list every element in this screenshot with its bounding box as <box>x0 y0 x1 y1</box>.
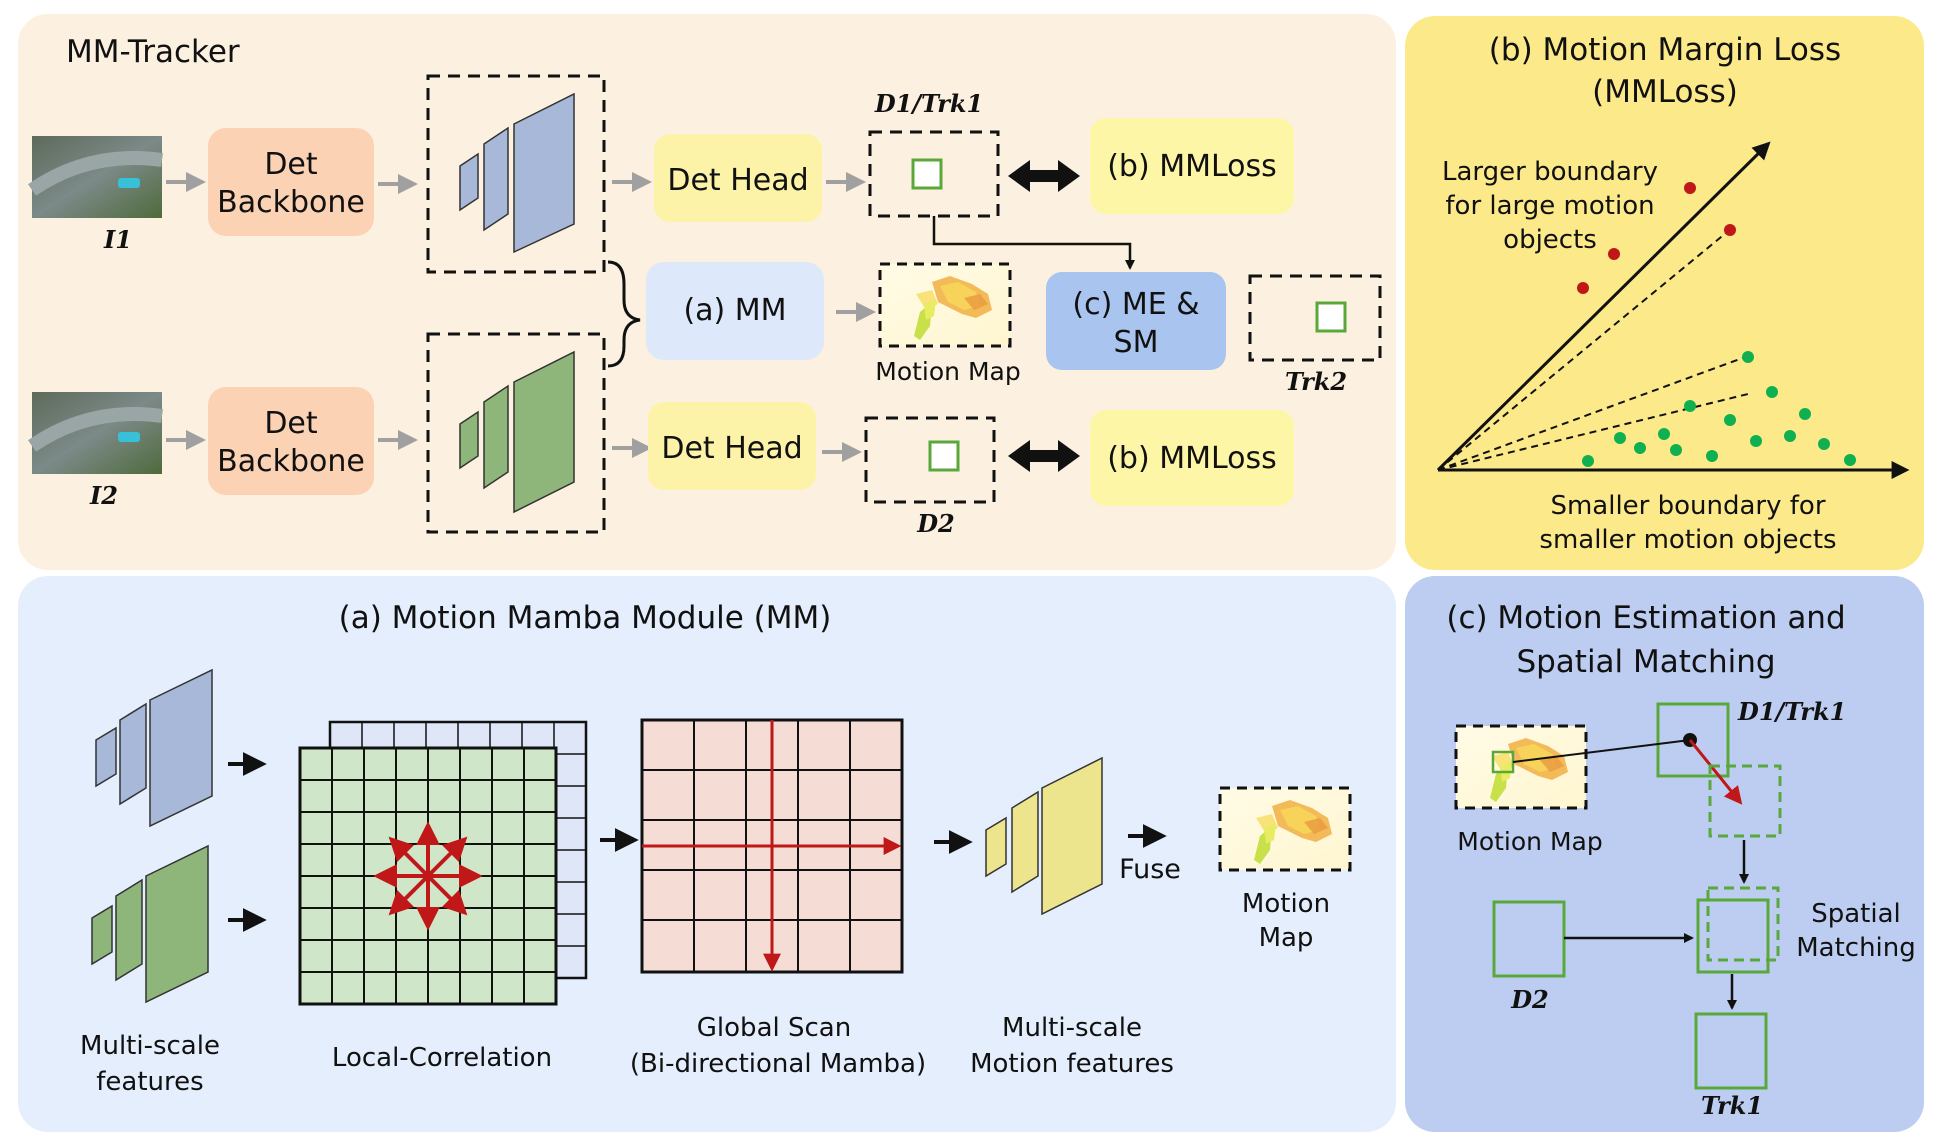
det-backbone-2-label: Backbone <box>217 444 365 479</box>
feature-stack-green <box>459 350 575 514</box>
me-panel-title: Spatial Matching <box>1516 644 1775 680</box>
tracker-title: MM-Tracker <box>66 34 240 70</box>
small-boundary-label: Smaller boundary for <box>1550 491 1825 521</box>
det-head-1-label: Det Head <box>667 163 808 198</box>
d2-label: D2 <box>916 509 955 538</box>
motion-feature-stack <box>985 756 1103 916</box>
me-d2-label: D2 <box>1510 985 1549 1014</box>
global-scan-label: Global Scan <box>697 1013 851 1043</box>
det-backbone-2 <box>208 387 374 495</box>
small-boundary-dashed <box>1437 393 1749 471</box>
input-image-2-label: I2 <box>89 481 118 510</box>
detection-marker <box>911 158 943 190</box>
trk2-label: Trk2 <box>1285 367 1347 396</box>
me-panel <box>1405 576 1924 1132</box>
trk1-box <box>1694 1012 1768 1090</box>
det-head-2 <box>648 402 816 490</box>
feature-container-1 <box>426 74 606 274</box>
motion-features-label: Multi-scale <box>1002 1013 1142 1043</box>
me-motion-map-label: Motion Map <box>1457 827 1602 856</box>
detection-box-d1 <box>868 130 1000 218</box>
det-backbone-1-label: Det <box>264 147 318 182</box>
motion-vector <box>1688 739 1743 805</box>
mm-panel-title: (a) Motion Mamba Module (MM) <box>339 600 832 636</box>
mm-motion-map-label: Map <box>1259 923 1314 953</box>
motion-map-image <box>878 262 1012 348</box>
det-head-2-label: Det Head <box>661 431 802 466</box>
global-scan-label: (Bi-directional Mamba) <box>630 1049 926 1079</box>
input-feature-stack-green <box>91 844 209 1004</box>
me-sm-label: SM <box>1114 325 1159 360</box>
motion-features-label: Motion features <box>970 1049 1174 1079</box>
mm-box-label: (a) MM <box>683 293 786 328</box>
d1-trk1-box <box>1656 702 1730 778</box>
det-backbone-2-label: Det <box>264 406 318 441</box>
matched-box <box>1696 898 1770 974</box>
mmloss-box-2 <box>1090 410 1294 506</box>
global-scan-grid <box>640 718 904 974</box>
double-arrow <box>1008 160 1080 192</box>
mm-motion-map-label: Motion <box>1242 889 1330 919</box>
matched-box-dashed <box>1706 886 1780 962</box>
feature-container-2 <box>426 332 606 534</box>
large-boundary-dashed <box>1437 227 1733 471</box>
trk1-label: Trk1 <box>1701 1091 1763 1120</box>
mmloss-panel-title: (MMLoss) <box>1592 74 1738 110</box>
small-boundary-label: smaller motion objects <box>1539 525 1836 555</box>
local-correlation-grid-front <box>298 746 558 1006</box>
me-sm-box <box>1046 272 1226 370</box>
features-label: Multi-scale <box>80 1031 220 1061</box>
mmloss-plot <box>1436 141 1910 479</box>
spatial-matching-label: Matching <box>1796 933 1916 963</box>
input-image-1-label: I1 <box>103 225 132 254</box>
me-d1-trk1-label: D1/Trk1 <box>1737 697 1846 726</box>
detection-marker <box>928 440 960 472</box>
track-box-trk2 <box>1248 274 1382 362</box>
mm-motion-map-image <box>1218 786 1352 872</box>
mm-box <box>646 262 824 360</box>
det-backbone-1 <box>208 128 374 236</box>
spatial-matching-label: Spatial <box>1811 899 1901 929</box>
double-arrow <box>1008 440 1080 472</box>
merge-brace <box>607 260 641 368</box>
input-image-1 <box>28 136 163 218</box>
input-image-2 <box>28 392 163 474</box>
me-motion-map-image <box>1454 724 1588 810</box>
me-panel-title: (c) Motion Estimation and <box>1446 600 1845 636</box>
large-boundary-line <box>1436 141 1771 472</box>
motion-map-label: Motion Map <box>875 357 1020 386</box>
large-boundary-label: Larger boundary <box>1442 157 1658 187</box>
large-boundary-label: objects <box>1503 225 1597 255</box>
d1-trk1-label: D1/Trk1 <box>874 89 983 118</box>
input-feature-stack-blue <box>95 668 213 828</box>
large-motion-points <box>1577 182 1736 294</box>
large-boundary-label: for large motion <box>1445 191 1654 221</box>
motion-sample-line <box>1512 739 1691 763</box>
connector-arrow <box>932 216 1135 270</box>
mmloss-panel-title: (b) Motion Margin Loss <box>1489 32 1841 68</box>
track-marker <box>1315 301 1347 333</box>
local-correlation-label: Local-Correlation <box>332 1043 552 1073</box>
features-label: features <box>96 1067 203 1097</box>
mmloss-box-1-label: (b) MMLoss <box>1107 149 1277 184</box>
detection-box-d2 <box>864 416 996 504</box>
mmloss-box-2-label: (b) MMLoss <box>1107 441 1277 476</box>
feature-stack-blue <box>459 92 575 254</box>
det-backbone-1-label: Backbone <box>217 185 365 220</box>
det-head-1 <box>654 134 822 222</box>
correlation-arrows <box>373 821 483 931</box>
mmloss-box-1 <box>1090 118 1294 214</box>
me-sm-label: (c) ME & <box>1072 287 1199 322</box>
predicted-box <box>1708 764 1782 838</box>
mmloss-panel <box>1405 16 1924 570</box>
fuse-label: Fuse <box>1119 854 1181 885</box>
small-motion-points <box>1582 351 1856 467</box>
